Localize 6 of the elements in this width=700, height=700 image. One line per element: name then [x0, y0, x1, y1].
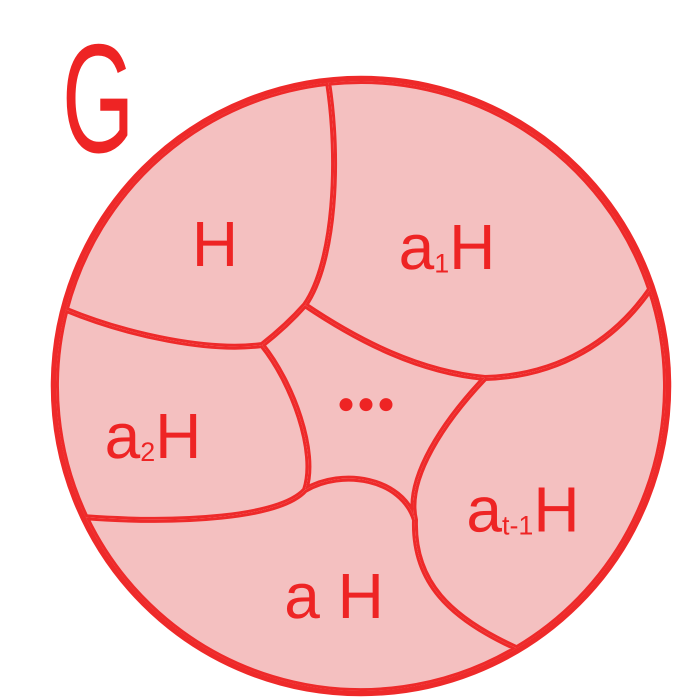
- coset-region: [56, 310, 308, 520]
- coset-label: H: [192, 216, 238, 274]
- coset-region: [414, 289, 666, 648]
- set-label: G: [62, 41, 134, 158]
- coset-label: a H: [284, 568, 384, 626]
- ellipsis: ...: [336, 399, 396, 415]
